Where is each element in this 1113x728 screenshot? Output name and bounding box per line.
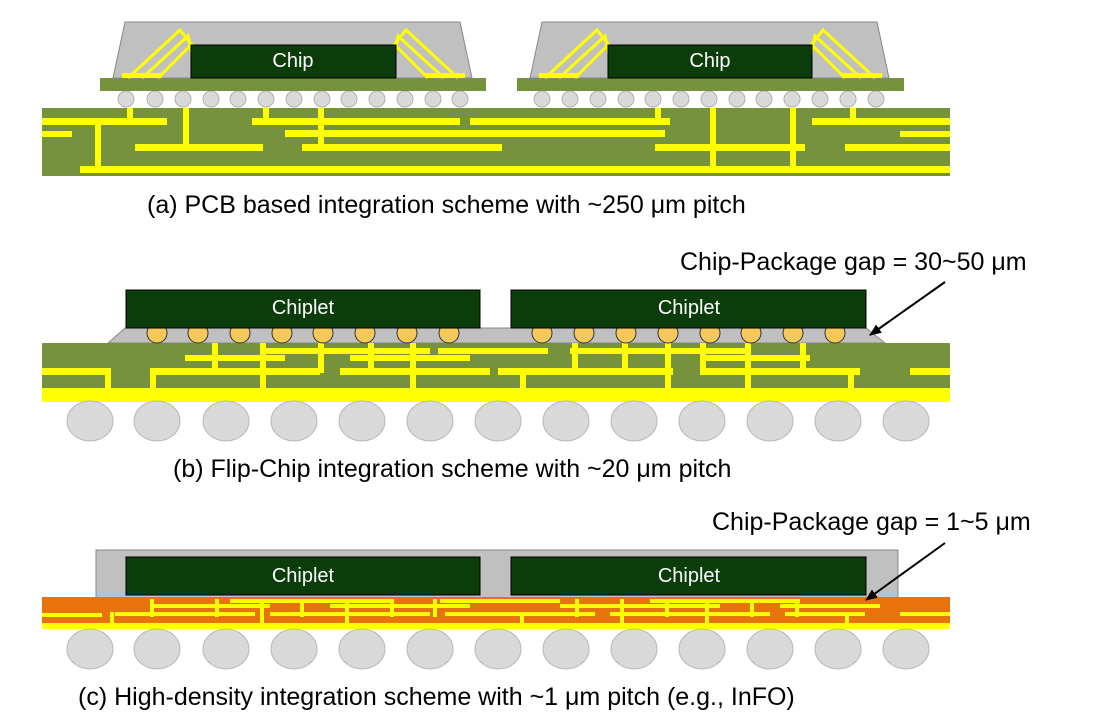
panel-b: Chiplet Chiplet Chip-Package gap = 30~50… — [42, 248, 1027, 483]
chiplet-die — [125, 556, 481, 596]
chiplet-label: Chiplet — [658, 565, 721, 587]
panel-c: Chiplet Chiplet — [42, 508, 1031, 711]
panel-a: Chip Chip (a) PCB based integration sche… — [42, 21, 950, 219]
chip-die — [190, 44, 397, 79]
bga-balls — [66, 628, 930, 670]
caption-b: (b) Flip-Chip integration scheme with ~2… — [173, 455, 731, 483]
chip-die — [607, 44, 813, 79]
gap-annotation-b: Chip-Package gap = 30~50 μm — [680, 248, 1027, 276]
underfill — [106, 327, 887, 344]
annotation-arrow — [869, 281, 946, 336]
package-left: Chip — [100, 21, 486, 91]
caption-c: (c) High-density integration scheme with… — [78, 683, 795, 711]
chiplet-die — [510, 556, 867, 596]
pcb-traces — [42, 108, 950, 173]
substrate-traces — [42, 343, 950, 402]
chiplet-die — [510, 289, 867, 329]
chiplet-label: Chiplet — [658, 297, 721, 319]
package-right: Chip — [517, 21, 904, 91]
gap-annotation-c: Chip-Package gap = 1~5 μm — [712, 508, 1031, 536]
caption-a: (a) PCB based integration scheme with ~2… — [147, 191, 746, 219]
package-substrate — [100, 78, 486, 91]
chiplet-label: Chiplet — [272, 565, 335, 587]
package-substrate — [517, 78, 904, 91]
wire-bonds — [543, 27, 877, 80]
chip-label: Chip — [689, 50, 730, 72]
annotation-arrow — [865, 542, 946, 601]
chip-label: Chip — [272, 50, 313, 72]
chiplet-die — [125, 289, 481, 329]
chiplet-label: Chiplet — [272, 297, 335, 319]
pcb-solder-balls — [117, 90, 885, 108]
rdl-traces — [42, 599, 950, 629]
bga-balls — [66, 400, 930, 442]
